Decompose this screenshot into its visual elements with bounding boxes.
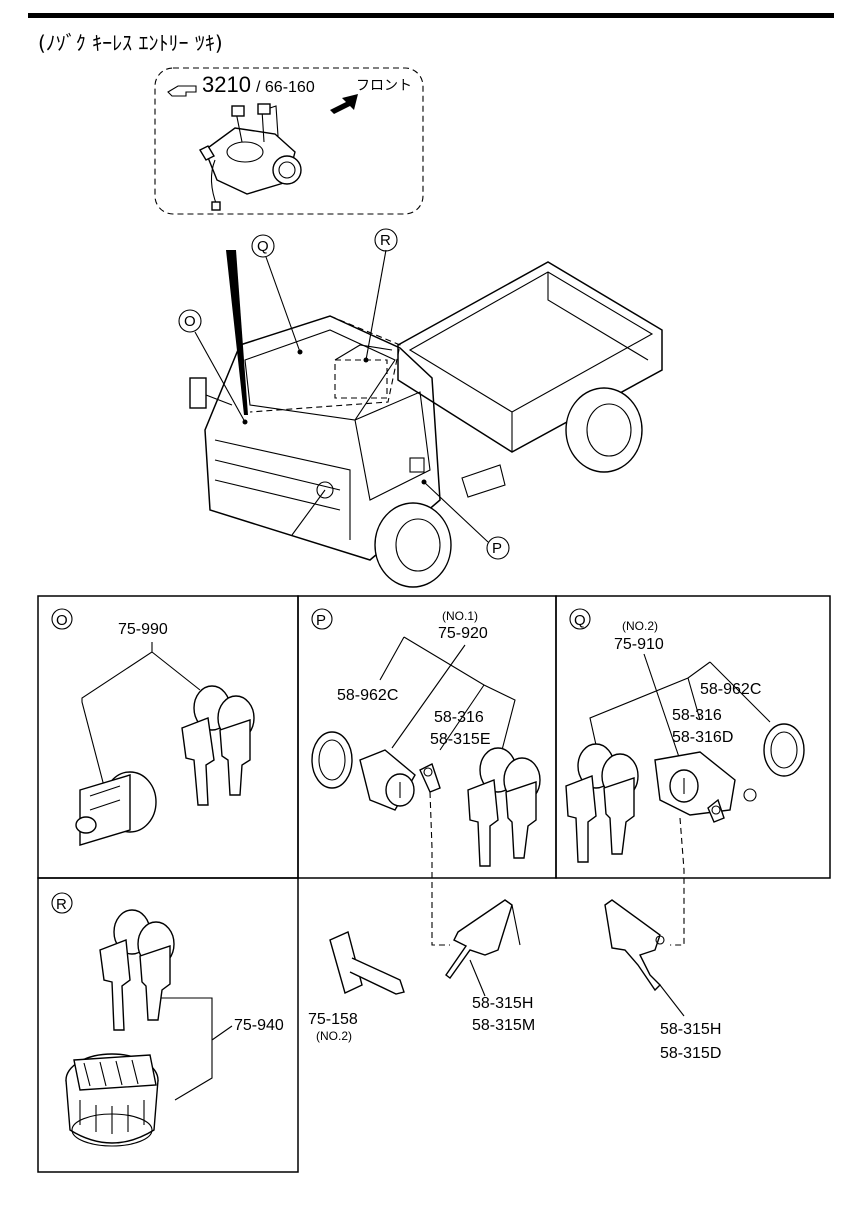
truck-illustration [189,250,663,588]
inset-box: 3210 / 66-160 フロント [154,67,424,215]
svg-text:R: R [380,232,391,249]
panel-q-marker: Q [574,612,586,629]
o-ring-58-962c-p [311,731,353,789]
inset-front-label: フロント [356,77,412,93]
ignition-switch-assembly [199,103,302,211]
part-75-990: 75-990 [118,621,168,638]
lock-cylinder-75-920 [359,749,416,811]
panel-r: R 75-940 [51,892,284,1147]
bracket-58-315h-d [604,899,665,992]
part-58-962c-q: 58-962C [700,681,761,698]
header-title: (ﾉｿﾞｸ ｷｰﾚｽ ｴﾝﾄﾘｰ ﾂｷ) [38,31,223,55]
top-border [28,13,834,18]
svg-text:P: P [492,540,502,557]
note-no1: (NO.1) [442,609,478,623]
pointing-hand-icon [167,85,197,97]
callout-p [486,536,510,560]
part-58-315m: 58-315M [472,1017,535,1034]
front-wheel [374,502,452,588]
key-pair-q [565,743,639,863]
svg-text:O: O [184,313,196,330]
fuel-cap-lock [65,1053,159,1147]
panel-p-marker: P [316,612,326,629]
lower-p-parts: 75-158 (NO.2) 58-315H 58-315M [308,899,535,1043]
part-75-920: 75-920 [438,625,488,642]
part-75-940: 75-940 [234,1017,284,1034]
svg-text:Q: Q [257,238,269,255]
key-75-158 [329,931,405,995]
lower-q-parts: 58-315H 58-315D [604,899,721,1062]
panel-r-marker: R [56,896,67,913]
o-ring-58-962c-q [763,723,805,777]
part-58-315d: 58-315D [660,1045,721,1062]
truck-callouts: Q R O P [178,228,510,560]
inset-ref-main: 3210 [202,72,251,97]
panel-p: P (NO.1) 75-920 58-962C 58-316 58-315E [311,608,541,946]
panel-o: O 75-990 [51,608,255,846]
panel-q: Q (NO.2) 75-910 58-962C 58-316 58-316D [565,608,805,946]
note-no2-75-158: (NO.2) [316,1029,352,1043]
inset-ref-sub: / 66-160 [256,79,315,96]
part-58-316-q: 58-316 [672,707,722,724]
panel-o-marker: O [56,612,68,629]
part-75-158: 75-158 [308,1011,358,1028]
note-no2-q: (NO.2) [622,619,658,633]
part-58-315h-p: 58-315H [472,995,533,1012]
panel-frames [37,595,831,1173]
retainer-58-315e [419,763,441,793]
lock-cylinder-75-910 [654,751,757,816]
callout-q [251,234,275,258]
key-pair [181,685,255,806]
rear-wheel [565,387,643,473]
callout-o [178,309,202,333]
key-pair-p [467,747,541,867]
part-58-316d: 58-316D [672,729,733,746]
callout-r [374,228,398,252]
bracket-58-315h-m [445,899,521,979]
key-pair-r [99,909,175,1031]
part-58-962c-p: 58-962C [337,687,398,704]
part-58-315h-q: 58-315H [660,1021,721,1038]
retainer-58-316d [707,798,725,823]
part-58-316-p: 58-316 [434,709,484,726]
part-75-910: 75-910 [614,636,664,653]
door-lock-cylinder [75,771,157,846]
front-arrow-icon [330,94,358,114]
part-58-315e: 58-315E [430,731,491,748]
